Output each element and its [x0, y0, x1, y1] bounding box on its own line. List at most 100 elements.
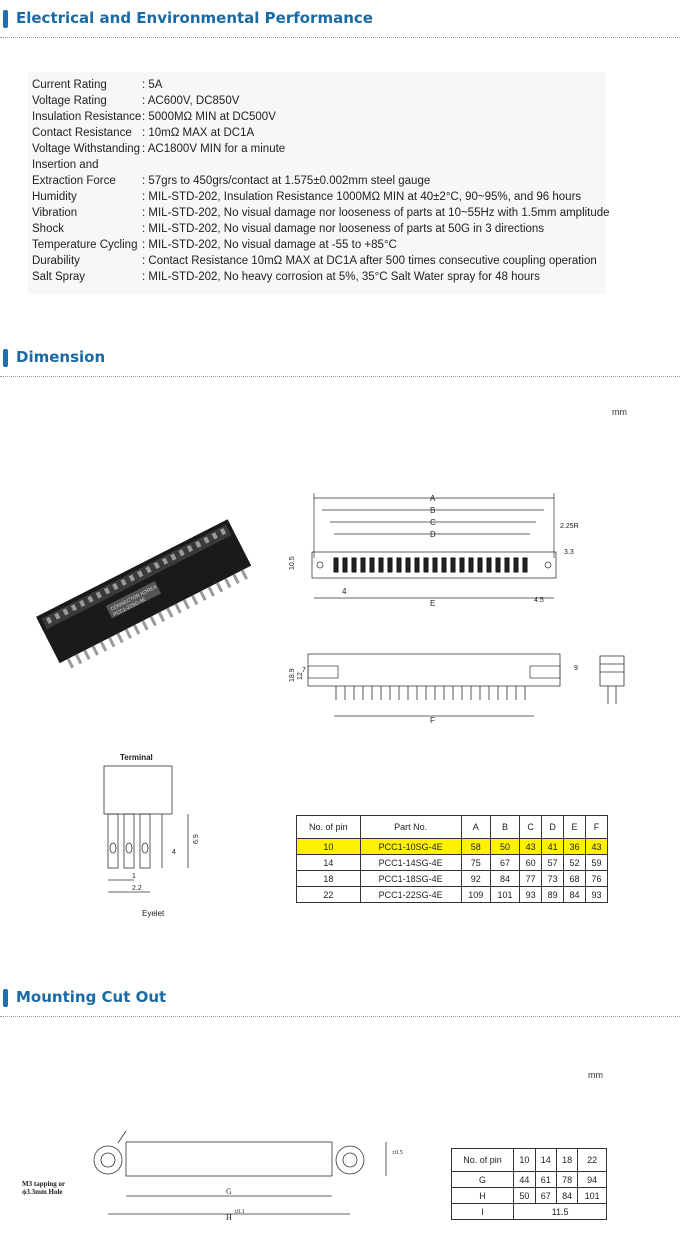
spec-label: Vibration: [32, 207, 78, 219]
table-cell: 67: [534, 1187, 557, 1204]
section-title: Electrical and Environmental Performance: [16, 9, 373, 27]
spec-value: : AC600V, DC850V: [142, 95, 240, 107]
dim-f-label: F: [430, 716, 435, 725]
spec-value: : 5000MΩ MIN at DC500V: [142, 111, 276, 123]
spec-row: Shock: MIL-STD-202, No visual damage nor…: [32, 223, 544, 235]
table-cell: 68: [563, 870, 586, 887]
spec-value: : 10mΩ MAX at DC1A: [142, 127, 255, 139]
dim-h-tol: ±0.1: [234, 1209, 245, 1215]
dim-69-label: 6.9: [193, 834, 200, 844]
dim-105-label: 10.5: [289, 556, 296, 570]
spec-label: Temperature Cycling: [32, 239, 138, 251]
table-cell: 11.5: [513, 1203, 607, 1220]
divider: [0, 376, 680, 377]
dimension-drawing-top: A B C D 2.25R 10.5 3.3 4 E 4.5 F 18.9 12…: [289, 493, 579, 725]
spec-label: Voltage Rating: [32, 95, 107, 107]
table-cell: 18: [296, 870, 361, 887]
table-cell: 59: [585, 854, 608, 871]
section-header-dimension: Dimension: [0, 346, 680, 377]
unit-label-mounting: mm: [588, 1070, 603, 1080]
spec-row: Contact Resistance : 10mΩ MAX at DC1A: [32, 127, 254, 139]
table-cell: 10: [296, 838, 361, 855]
spec-row: Durability: Contact Resistance 10mΩ MAX …: [32, 255, 597, 267]
table-header-cell: No. of pin: [450, 1148, 515, 1172]
table-cell: 44: [513, 1171, 536, 1188]
table-cell: PCC1-14SG-4E: [359, 854, 462, 871]
spec-label: Current Rating: [32, 79, 107, 91]
table-cell: PCC1-18SG-4E: [359, 870, 462, 887]
m3-label: M3 tapping or: [22, 1180, 65, 1188]
divider: [0, 1016, 680, 1017]
table-cell: 76: [585, 870, 608, 887]
dim-45-label: 4.5: [534, 597, 544, 604]
hole-label: ϕ3.3mm Hole: [22, 1188, 63, 1196]
table-cell: 58: [460, 838, 491, 855]
spec-label: Voltage Withstanding: [32, 143, 141, 155]
table-cell: 101: [577, 1187, 607, 1204]
spec-row: Insertion and: [32, 159, 142, 171]
spec-row: Vibration: MIL-STD-202, No visual damage…: [32, 207, 610, 219]
spec-label: Durability: [32, 255, 80, 267]
table-header-cell: F: [585, 815, 608, 839]
spec-row: Current Rating : 5A: [32, 79, 162, 91]
table-cell: I: [450, 1203, 515, 1220]
table-cell: 67: [489, 854, 521, 871]
dim-22-label: 2.2: [132, 885, 142, 892]
spec-label: Extraction Force: [32, 175, 116, 187]
table-cell: 84: [489, 870, 521, 887]
spec-value: : 5A: [142, 79, 163, 91]
table-cell: 14: [296, 854, 361, 871]
table-cell: 60: [519, 854, 543, 871]
table-cell: 78: [555, 1171, 579, 1188]
table-header-cell: 14: [534, 1148, 557, 1172]
table-cell: 109: [460, 886, 491, 903]
section-bar-icon: [3, 349, 8, 367]
terminal-drawing: Terminal 6.9 4 1 2.2 Eyelet: [103, 753, 200, 918]
section-bar-icon: [3, 10, 8, 28]
table-header-cell: No. of pin: [296, 815, 361, 839]
table-cell: 50: [513, 1187, 536, 1204]
dim-1-label: 1: [132, 873, 136, 880]
table-cell: 50: [489, 838, 521, 855]
table-cell: 57: [541, 854, 565, 871]
spec-value: : MIL-STD-202, No heavy corrosion at 5%,…: [142, 271, 540, 283]
table-header-cell: C: [519, 815, 543, 839]
table-header-cell: 22: [577, 1148, 607, 1172]
spec-label: Contact Resistance: [32, 127, 132, 139]
table-cell: 41: [541, 838, 565, 855]
spec-label: Salt Spray: [32, 271, 86, 283]
spec-row: Extraction Force: 57grs to 450grs/contac…: [32, 175, 430, 187]
divider: [0, 37, 680, 38]
dim-9-label: 9: [574, 665, 578, 672]
spec-row: Voltage Rating : AC600V, DC850V: [32, 95, 239, 107]
table-cell: PCC1-22SG-4E: [359, 886, 462, 903]
dim-33-label: 3.3: [564, 549, 574, 556]
dim-d-label: D: [430, 530, 436, 539]
spec-row: Salt Spray : MIL-STD-202, No heavy corros…: [32, 271, 540, 283]
section-header-mounting: Mounting Cut Out: [0, 986, 680, 1017]
table-cell: G: [450, 1171, 515, 1188]
spec-row: Voltage Withstanding: AC1800V MIN for a …: [32, 143, 285, 155]
table-cell: PCC1-10SG-4E: [359, 838, 462, 855]
table-cell: 93: [519, 886, 543, 903]
table-cell: 89: [541, 886, 565, 903]
end-view-drawing: [599, 655, 625, 704]
table-cell: 84: [563, 886, 586, 903]
spec-row: Temperature Cycling: MIL-STD-202, No vis…: [32, 239, 397, 251]
table-header-cell: Part No.: [359, 815, 462, 839]
table-cell: 75: [460, 854, 491, 871]
dim-g-label: G: [226, 1187, 232, 1196]
spec-label: Shock: [32, 223, 64, 235]
spec-label: Humidity: [32, 191, 77, 203]
table-header-cell: B: [489, 815, 521, 839]
table-cell: 43: [519, 838, 543, 855]
table-cell: H: [450, 1187, 515, 1204]
spec-row: Insulation Resistance: 5000MΩ MIN at DC5…: [32, 111, 276, 123]
